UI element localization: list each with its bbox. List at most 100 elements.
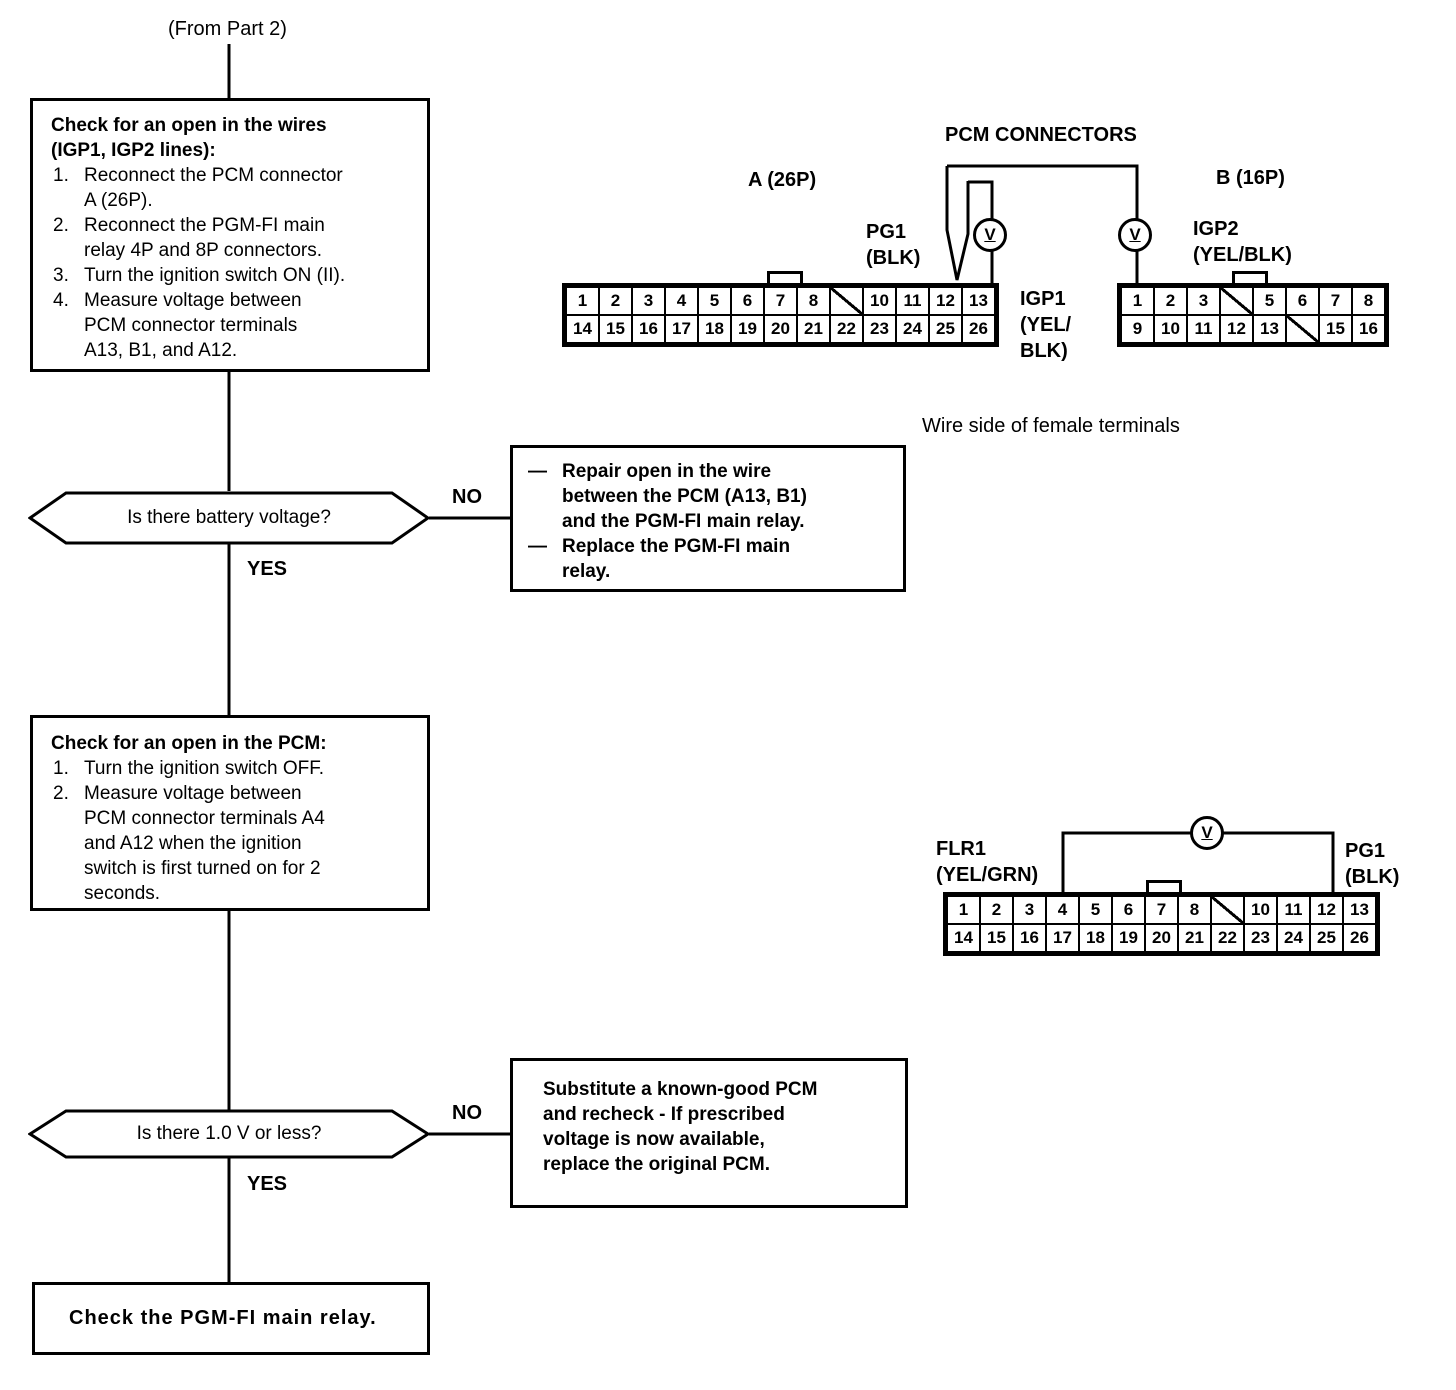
terminal-cell: 24 bbox=[895, 314, 930, 344]
decision1-hexagon: Is there battery voltage? bbox=[28, 490, 430, 546]
terminal-cell: 14 bbox=[565, 314, 600, 344]
terminal-cell: 19 bbox=[730, 314, 765, 344]
terminal-cell: 24 bbox=[1276, 923, 1311, 953]
step1-box: Check for an open in the wires (IGP1, IG… bbox=[30, 98, 430, 372]
terminal-cell: 1 bbox=[946, 895, 981, 925]
terminal-cell: 11 bbox=[895, 286, 930, 316]
terminal-cell: 25 bbox=[1309, 923, 1344, 953]
terminal-cell: 20 bbox=[1144, 923, 1179, 953]
terminal-cell: 8 bbox=[1351, 286, 1386, 316]
step2-list: Turn the ignition switch OFF.Measure vol… bbox=[51, 756, 413, 906]
decision2-hexagon: Is there 1.0 V or less? bbox=[28, 1108, 430, 1160]
terminal-cell: 22 bbox=[1210, 923, 1245, 953]
terminal-cell: 19 bbox=[1111, 923, 1146, 953]
pcm-connectors-title: PCM CONNECTORS bbox=[945, 124, 1137, 146]
terminal-cell: 3 bbox=[1012, 895, 1047, 925]
step2-box: Check for an open in the PCM: Turn the i… bbox=[30, 715, 430, 911]
probe-a12 bbox=[945, 166, 970, 281]
terminal-cell bbox=[1219, 286, 1254, 316]
connector-a-label: A (26P) bbox=[748, 169, 817, 191]
terminal-cell bbox=[829, 286, 864, 316]
terminal-cell: 10 bbox=[1153, 314, 1188, 344]
connector-a-tab bbox=[767, 271, 803, 286]
terminal-cell: 6 bbox=[730, 286, 765, 316]
terminal-cell: 13 bbox=[961, 286, 996, 316]
terminal-cell: 15 bbox=[598, 314, 633, 344]
flr1-wire-label: FLR1 (YEL/GRN) bbox=[936, 838, 1039, 886]
step2-title: Check for an open in the PCM: bbox=[51, 733, 327, 754]
terminal-cell: 2 bbox=[979, 895, 1014, 925]
terminal-cell: 12 bbox=[928, 286, 963, 316]
terminal-cell: 14 bbox=[946, 923, 981, 953]
terminal-cell: 12 bbox=[1219, 314, 1254, 344]
decision1-yes-label: YES bbox=[247, 558, 288, 580]
terminal-cell: 18 bbox=[697, 314, 732, 344]
terminal-cell: 7 bbox=[1144, 895, 1179, 925]
terminal-cell: 25 bbox=[928, 314, 963, 344]
terminal-cell: 8 bbox=[1177, 895, 1212, 925]
voltmeter-flr1-icon: V bbox=[1190, 816, 1224, 850]
terminal-cell: 18 bbox=[1078, 923, 1113, 953]
terminal-cell: 22 bbox=[829, 314, 864, 344]
terminal-cell: 5 bbox=[697, 286, 732, 316]
terminal-cell: 6 bbox=[1285, 286, 1320, 316]
terminal-cell: 26 bbox=[961, 314, 996, 344]
from-part-label: (From Part 2) bbox=[168, 18, 287, 40]
terminal-cell bbox=[1285, 314, 1320, 344]
terminal-cell: 3 bbox=[631, 286, 666, 316]
step1-item: Reconnect the PGM-FI main relay 4P and 8… bbox=[53, 213, 325, 261]
igp2-wire-label: IGP2 (YEL/BLK) bbox=[1193, 218, 1292, 266]
terminal-cell: 1 bbox=[1120, 286, 1155, 316]
repair-item: Replace the PGM-FI main relay. bbox=[525, 534, 893, 584]
terminal-cell: 4 bbox=[664, 286, 699, 316]
decision2-yes-label: YES bbox=[247, 1173, 288, 1195]
terminal-cell: 20 bbox=[763, 314, 798, 344]
terminal-cell: 11 bbox=[1186, 314, 1221, 344]
terminal-cell: 23 bbox=[862, 314, 897, 344]
terminal-cell: 26 bbox=[1342, 923, 1377, 953]
terminal-cell: 17 bbox=[1045, 923, 1080, 953]
decision1-no-label: NO bbox=[452, 486, 482, 508]
pg1-wire-label: PG1 (BLK) bbox=[866, 221, 921, 269]
connector-b-tab bbox=[1232, 271, 1268, 286]
terminal-cell: 13 bbox=[1252, 314, 1287, 344]
substitute-text: Substitute a known-good PCM and recheck … bbox=[543, 1079, 818, 1175]
terminal-cell bbox=[1210, 895, 1245, 925]
connector-b-label: B (16P) bbox=[1216, 167, 1285, 189]
terminal-cell: 7 bbox=[763, 286, 798, 316]
voltmeter-symbol: V bbox=[984, 225, 996, 244]
terminal-cell: 9 bbox=[1120, 314, 1155, 344]
decision1-question: Is there battery voltage? bbox=[127, 507, 331, 528]
terminal-cell: 10 bbox=[862, 286, 897, 316]
step1-item: Measure voltage between PCM connector te… bbox=[53, 288, 302, 361]
pg1-wire-label-2: PG1 (BLK) bbox=[1345, 840, 1400, 888]
terminal-cell: 8 bbox=[796, 286, 831, 316]
step1-title: Check for an open in the wires (IGP1, IG… bbox=[51, 115, 327, 161]
terminal-cell: 15 bbox=[1318, 314, 1353, 344]
step2-item: Turn the ignition switch OFF. bbox=[53, 756, 325, 781]
terminal-cell: 12 bbox=[1309, 895, 1344, 925]
repair-list: Repair open in the wire between the PCM … bbox=[525, 459, 893, 584]
terminal-cell: 21 bbox=[1177, 923, 1212, 953]
terminal-cell: 3 bbox=[1186, 286, 1221, 316]
voltmeter-symbol: V bbox=[1201, 823, 1213, 842]
terminal-cell: 5 bbox=[1078, 895, 1113, 925]
step1-list: Reconnect the PCM connector A (26P).Reco… bbox=[51, 163, 413, 363]
step2-item: Measure voltage between PCM connector te… bbox=[53, 781, 325, 904]
substitute-box: Substitute a known-good PCM and recheck … bbox=[510, 1058, 908, 1208]
final-box: Check the PGM-FI main relay. bbox=[32, 1282, 430, 1355]
repair-box: Repair open in the wire between the PCM … bbox=[510, 445, 906, 592]
terminal-cell: 11 bbox=[1276, 895, 1311, 925]
terminal-cell: 17 bbox=[664, 314, 699, 344]
terminal-cell: 2 bbox=[1153, 286, 1188, 316]
terminal-cell: 13 bbox=[1342, 895, 1377, 925]
